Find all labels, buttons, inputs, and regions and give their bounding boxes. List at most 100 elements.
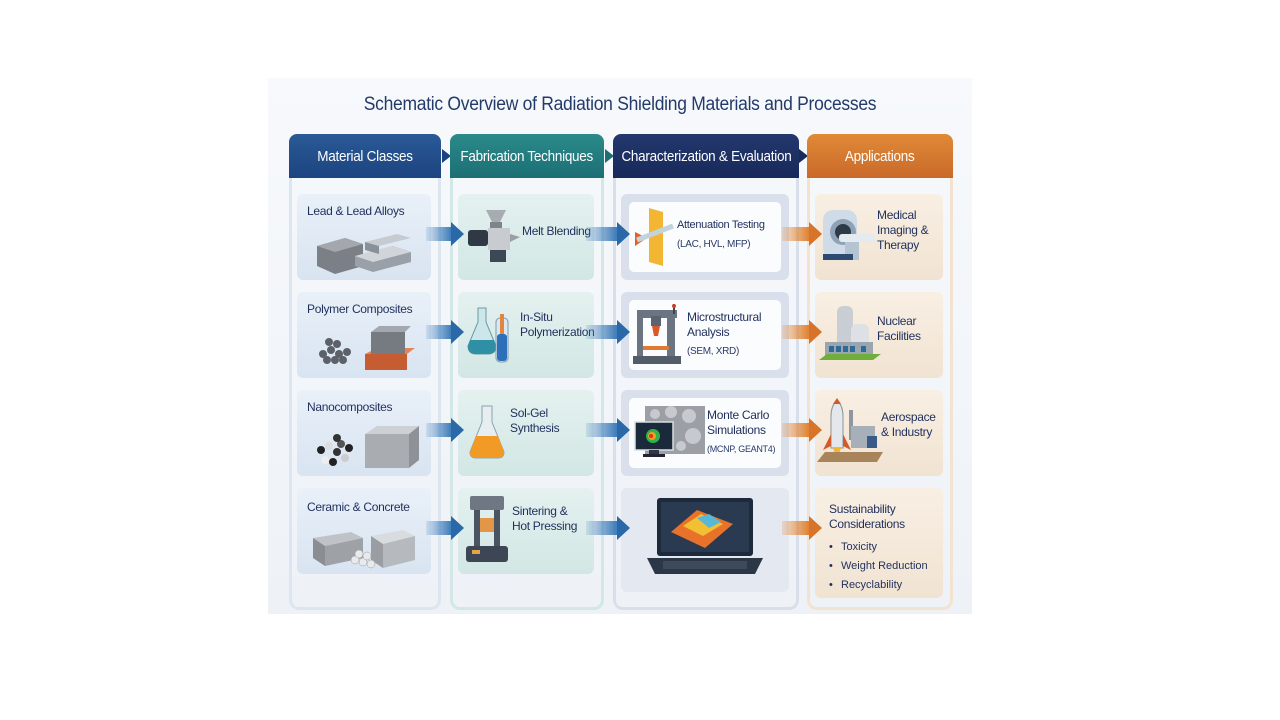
card-inner: Monte Carlo Simulations (MCNP, GEANT4) — [629, 398, 781, 468]
label-line: In-Situ — [520, 310, 553, 324]
label-line: Sol-Gel — [510, 406, 548, 420]
flow-arrow-icon — [782, 418, 822, 442]
material-card-ceramic: Ceramic & Concrete — [297, 488, 431, 574]
card-label: Monte Carlo Simulations — [707, 408, 769, 438]
extruder-icon — [468, 210, 520, 262]
flow-arrow-icon — [586, 418, 630, 442]
flow-arrow-icon — [426, 516, 464, 540]
nuclear-plant-icon — [819, 306, 881, 360]
column-header: Fabrication Techniques — [450, 134, 604, 178]
material-card-lead: Lead & Lead Alloys — [297, 194, 431, 280]
flow-arrow-icon — [426, 222, 464, 246]
column-applications: Applications Medical Imaging & Therapy — [807, 134, 953, 610]
diagram-title: Schematic Overview of Radiation Shieldin… — [363, 94, 877, 115]
label-line: Sintering & — [512, 504, 568, 518]
label-line: Aerospace — [881, 410, 936, 424]
label-line: Microstructural — [687, 310, 762, 324]
flow-arrow-icon — [586, 320, 630, 344]
label-line: Considerations — [829, 517, 905, 531]
flow-arrow-icon — [782, 516, 822, 540]
label-line: Medical — [877, 208, 917, 222]
card-inner: Microstructural Analysis (SEM, XRD) — [629, 300, 781, 370]
fabrication-card-in-situ: In-Situ Polymerization — [458, 292, 595, 378]
radiation-beam-icon — [635, 208, 674, 266]
concrete-block-icon — [313, 530, 415, 569]
diagram-canvas: Schematic Overview of Radiation Shieldin… — [268, 78, 972, 614]
column-header-label: Applications — [845, 147, 915, 165]
column-header-label: Material Classes — [317, 147, 413, 165]
laptop-3d-plot-icon — [647, 498, 763, 574]
fabrication-card-sol-gel: Sol-Gel Synthesis — [458, 390, 594, 476]
card-label: Attenuation Testing — [677, 219, 765, 231]
column-frame — [289, 174, 441, 610]
card-label: Lead & Lead Alloys — [307, 204, 405, 218]
card-sublabel: (LAC, HVL, MFP) — [677, 239, 751, 250]
flow-arrow-icon — [782, 222, 822, 246]
label-line: Nuclear — [877, 314, 917, 328]
hot-press-icon — [466, 496, 508, 562]
column-header-label: Fabrication Techniques — [460, 147, 594, 165]
header-chevron-icon — [442, 149, 451, 163]
card-sublabel: (MCNP, GEANT4) — [707, 444, 776, 454]
card-label: Sol-Gel Synthesis — [510, 406, 560, 436]
column-header: Characterization & Evaluation — [613, 134, 799, 178]
rocket-factory-icon — [817, 398, 883, 462]
evaluation-card-visualization — [621, 488, 789, 592]
card-label: Polymer Composites — [307, 302, 413, 316]
flow-arrow-icon — [426, 418, 464, 442]
nanoparticle-block-icon — [317, 426, 419, 468]
card-label: Aerospace & Industry — [881, 410, 936, 440]
label-line: Polymerization — [520, 325, 595, 339]
card-label: In-Situ Polymerization — [520, 310, 595, 340]
header-chevron-icon — [799, 149, 808, 163]
card-label: Melt Blending — [522, 224, 591, 238]
fabrication-card-sintering: Sintering & Hot Pressing — [458, 488, 594, 574]
flow-arrow-icon — [426, 320, 464, 344]
label-line: Imaging & — [877, 223, 929, 237]
label-line: & Industry — [881, 425, 933, 439]
bullet-item: Weight Reduction — [829, 557, 928, 576]
sustainability-bullet-list: Toxicity Weight Reduction Recyclability — [829, 538, 928, 595]
microscope-icon — [633, 304, 681, 364]
flow-arrow-icon — [586, 516, 630, 540]
flow-arrow-icon — [782, 320, 822, 344]
column-material-classes: Material Classes Lead & Lead Alloys Poly… — [289, 134, 441, 610]
card-label: Sustainability Considerations — [829, 502, 905, 532]
label-line: Monte Carlo — [707, 408, 770, 422]
card-label: Medical Imaging & Therapy — [877, 208, 929, 253]
polymer-pellets-icon — [319, 326, 415, 370]
label-line: Therapy — [877, 238, 919, 252]
bullet-item: Recyclability — [829, 576, 928, 595]
bullet-item: Toxicity — [829, 538, 928, 557]
flow-arrow-icon — [586, 222, 630, 246]
evaluation-card-microstructural: Microstructural Analysis (SEM, XRD) — [621, 292, 789, 378]
column-characterization-evaluation: Characterization & Evaluation Attenuatio… — [613, 134, 799, 610]
material-card-nanocomposites: Nanocomposites — [297, 390, 431, 476]
column-header: Material Classes — [289, 134, 441, 178]
application-card-aerospace: Aerospace & Industry — [815, 390, 943, 476]
application-card-nuclear: Nuclear Facilities — [815, 292, 943, 378]
card-label: Nuclear Facilities — [877, 314, 921, 344]
simulation-monitor-icon — [634, 406, 705, 457]
card-label: Ceramic & Concrete — [307, 500, 410, 514]
card-label: Nanocomposites — [307, 400, 393, 414]
column-frame — [613, 174, 799, 610]
column-header: Applications — [807, 134, 953, 178]
lead-ingots-icon — [317, 234, 411, 274]
column-fabrication-techniques: Fabrication Techniques Melt Blending — [450, 134, 604, 610]
evaluation-card-monte-carlo: Monte Carlo Simulations (MCNP, GEANT4) — [621, 390, 789, 476]
card-inner: Attenuation Testing (LAC, HVL, MFP) — [629, 202, 781, 272]
application-card-medical: Medical Imaging & Therapy — [815, 194, 943, 280]
header-chevron-icon — [605, 149, 614, 163]
fabrication-card-melt-blending: Melt Blending — [458, 194, 594, 280]
evaluation-card-attenuation: Attenuation Testing (LAC, HVL, MFP) — [621, 194, 789, 280]
column-frame — [450, 174, 604, 610]
label-line: Facilities — [877, 329, 921, 343]
column-frame — [807, 174, 953, 610]
ct-scanner-icon — [823, 210, 875, 260]
card-sublabel: (SEM, XRD) — [687, 346, 740, 357]
application-card-sustainability: Sustainability Considerations Toxicity W… — [815, 488, 943, 598]
card-label: Microstructural Analysis — [687, 310, 761, 340]
material-card-polymer: Polymer Composites — [297, 292, 431, 378]
card-label: Sintering & Hot Pressing — [512, 504, 577, 534]
